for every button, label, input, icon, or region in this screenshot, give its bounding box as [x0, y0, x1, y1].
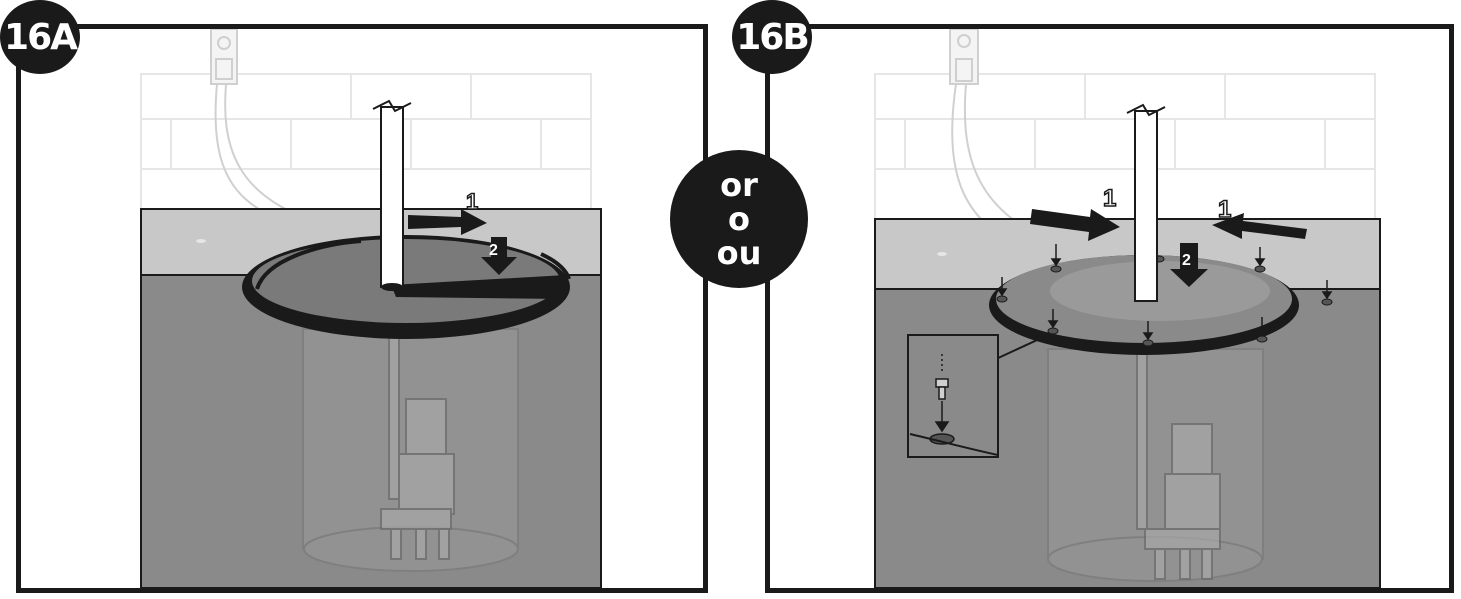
brick-wall: [141, 74, 591, 209]
or-label-es: o: [728, 202, 750, 236]
step-1-label: 1: [466, 189, 478, 214]
or-separator: or o ou: [670, 150, 808, 288]
step-2-label: 2: [1182, 252, 1191, 269]
discharge-pipe: [381, 107, 403, 287]
panel-16a: 1 2: [16, 24, 708, 593]
step-2-label: 2: [489, 242, 498, 259]
wall-outlet-icon: [950, 29, 978, 84]
illustration-16a: 1 2: [21, 29, 703, 588]
wall-outlet-icon: [211, 29, 237, 84]
or-label-fr: ou: [717, 236, 762, 270]
brick-wall: [875, 74, 1375, 219]
panel-16b: 1 1 2: [765, 24, 1454, 593]
figure-badge-16a: 16A: [0, 0, 80, 74]
illustration-16b: 1 1 2: [770, 29, 1449, 588]
step-1-left-label: 1: [1103, 185, 1116, 212]
discharge-pipe: [1135, 111, 1157, 301]
step-1-right-label: 1: [1218, 196, 1231, 223]
or-label-en: or: [720, 168, 758, 202]
figure-badge-16b: 16B: [732, 0, 812, 74]
